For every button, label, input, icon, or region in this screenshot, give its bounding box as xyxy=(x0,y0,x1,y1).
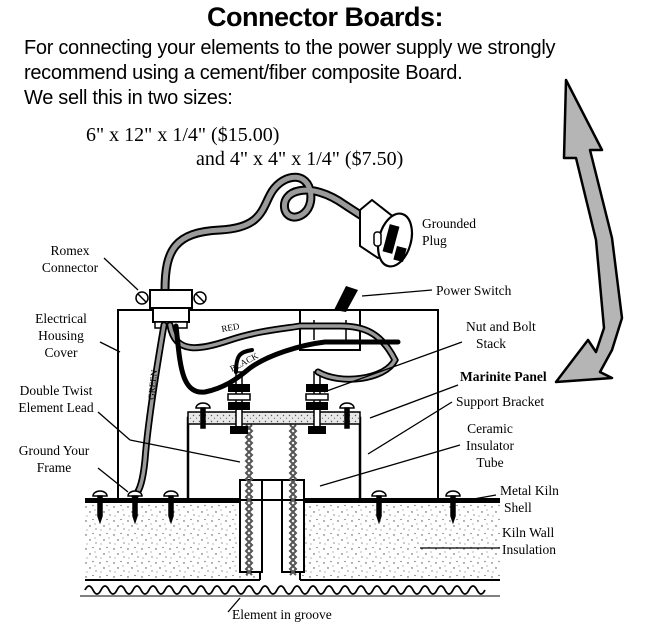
label-metal-kiln-shell: Metal Kiln Shell xyxy=(500,483,559,515)
page-title: Connector Boards: xyxy=(206,2,444,32)
ground-screw-2 xyxy=(127,490,143,525)
marinite-panel xyxy=(187,411,361,425)
leader-lines xyxy=(97,257,500,613)
grounded-plug xyxy=(359,198,414,268)
intro-line-1: For connecting your elements to the powe… xyxy=(24,37,556,59)
label-marinite-panel: Marinite Panel xyxy=(460,369,547,384)
size-option-1: 6" x 12" x 1/4" ($15.00) xyxy=(86,124,280,146)
wire-label-red: RED xyxy=(221,321,241,334)
shell-screw-right-2 xyxy=(445,490,461,525)
label-romex-connector: Romex Connector xyxy=(41,243,99,275)
intro-line-3: We sell this in two sizes: xyxy=(24,87,233,109)
label-grounded-plug: Grounded Plug xyxy=(422,216,476,248)
black-wire xyxy=(173,323,401,395)
arrow-icon xyxy=(554,78,624,384)
shell-screw-right-1 xyxy=(371,490,387,525)
label-kiln-wall-insulation: Kiln Wall Insulation xyxy=(502,525,556,557)
electrical-housing-cover xyxy=(117,309,439,501)
wire-label-green: GREEN xyxy=(146,369,159,400)
panel-screw-left xyxy=(195,402,211,429)
ground-screw-1 xyxy=(92,490,108,525)
romex-connector xyxy=(135,289,207,329)
kiln-wall-right xyxy=(300,502,500,580)
label-support-bracket: Support Bracket xyxy=(456,394,545,409)
label-power-switch: Power Switch xyxy=(436,283,512,298)
label-nut-and-bolt-stack: Nut and Bolt Stack xyxy=(466,319,536,351)
label-electrical-housing-cover: Electrical Housing Cover xyxy=(35,311,87,360)
label-element-in-groove: Element in groove xyxy=(232,607,332,622)
nut-bolt-stack-right xyxy=(305,371,329,434)
ground-screw-3 xyxy=(163,490,179,525)
nut-bolt-stack-left xyxy=(227,371,251,434)
panel-screw-right xyxy=(339,402,355,429)
label-double-twist-element-lead: Double Twist Element Lead xyxy=(18,383,94,415)
label-ceramic-insulator-tube: Ceramic Insulator Tube xyxy=(466,421,514,470)
intro-text: For connecting your elements to the powe… xyxy=(24,36,555,111)
element-coil xyxy=(84,585,486,595)
size-option-2: and 4" x 4" x 1/4" ($7.50) xyxy=(196,148,404,170)
intro-line-2: recommend using a cement/fiber composite… xyxy=(24,62,463,84)
label-ground-your-frame: Ground Your Frame xyxy=(18,443,90,475)
